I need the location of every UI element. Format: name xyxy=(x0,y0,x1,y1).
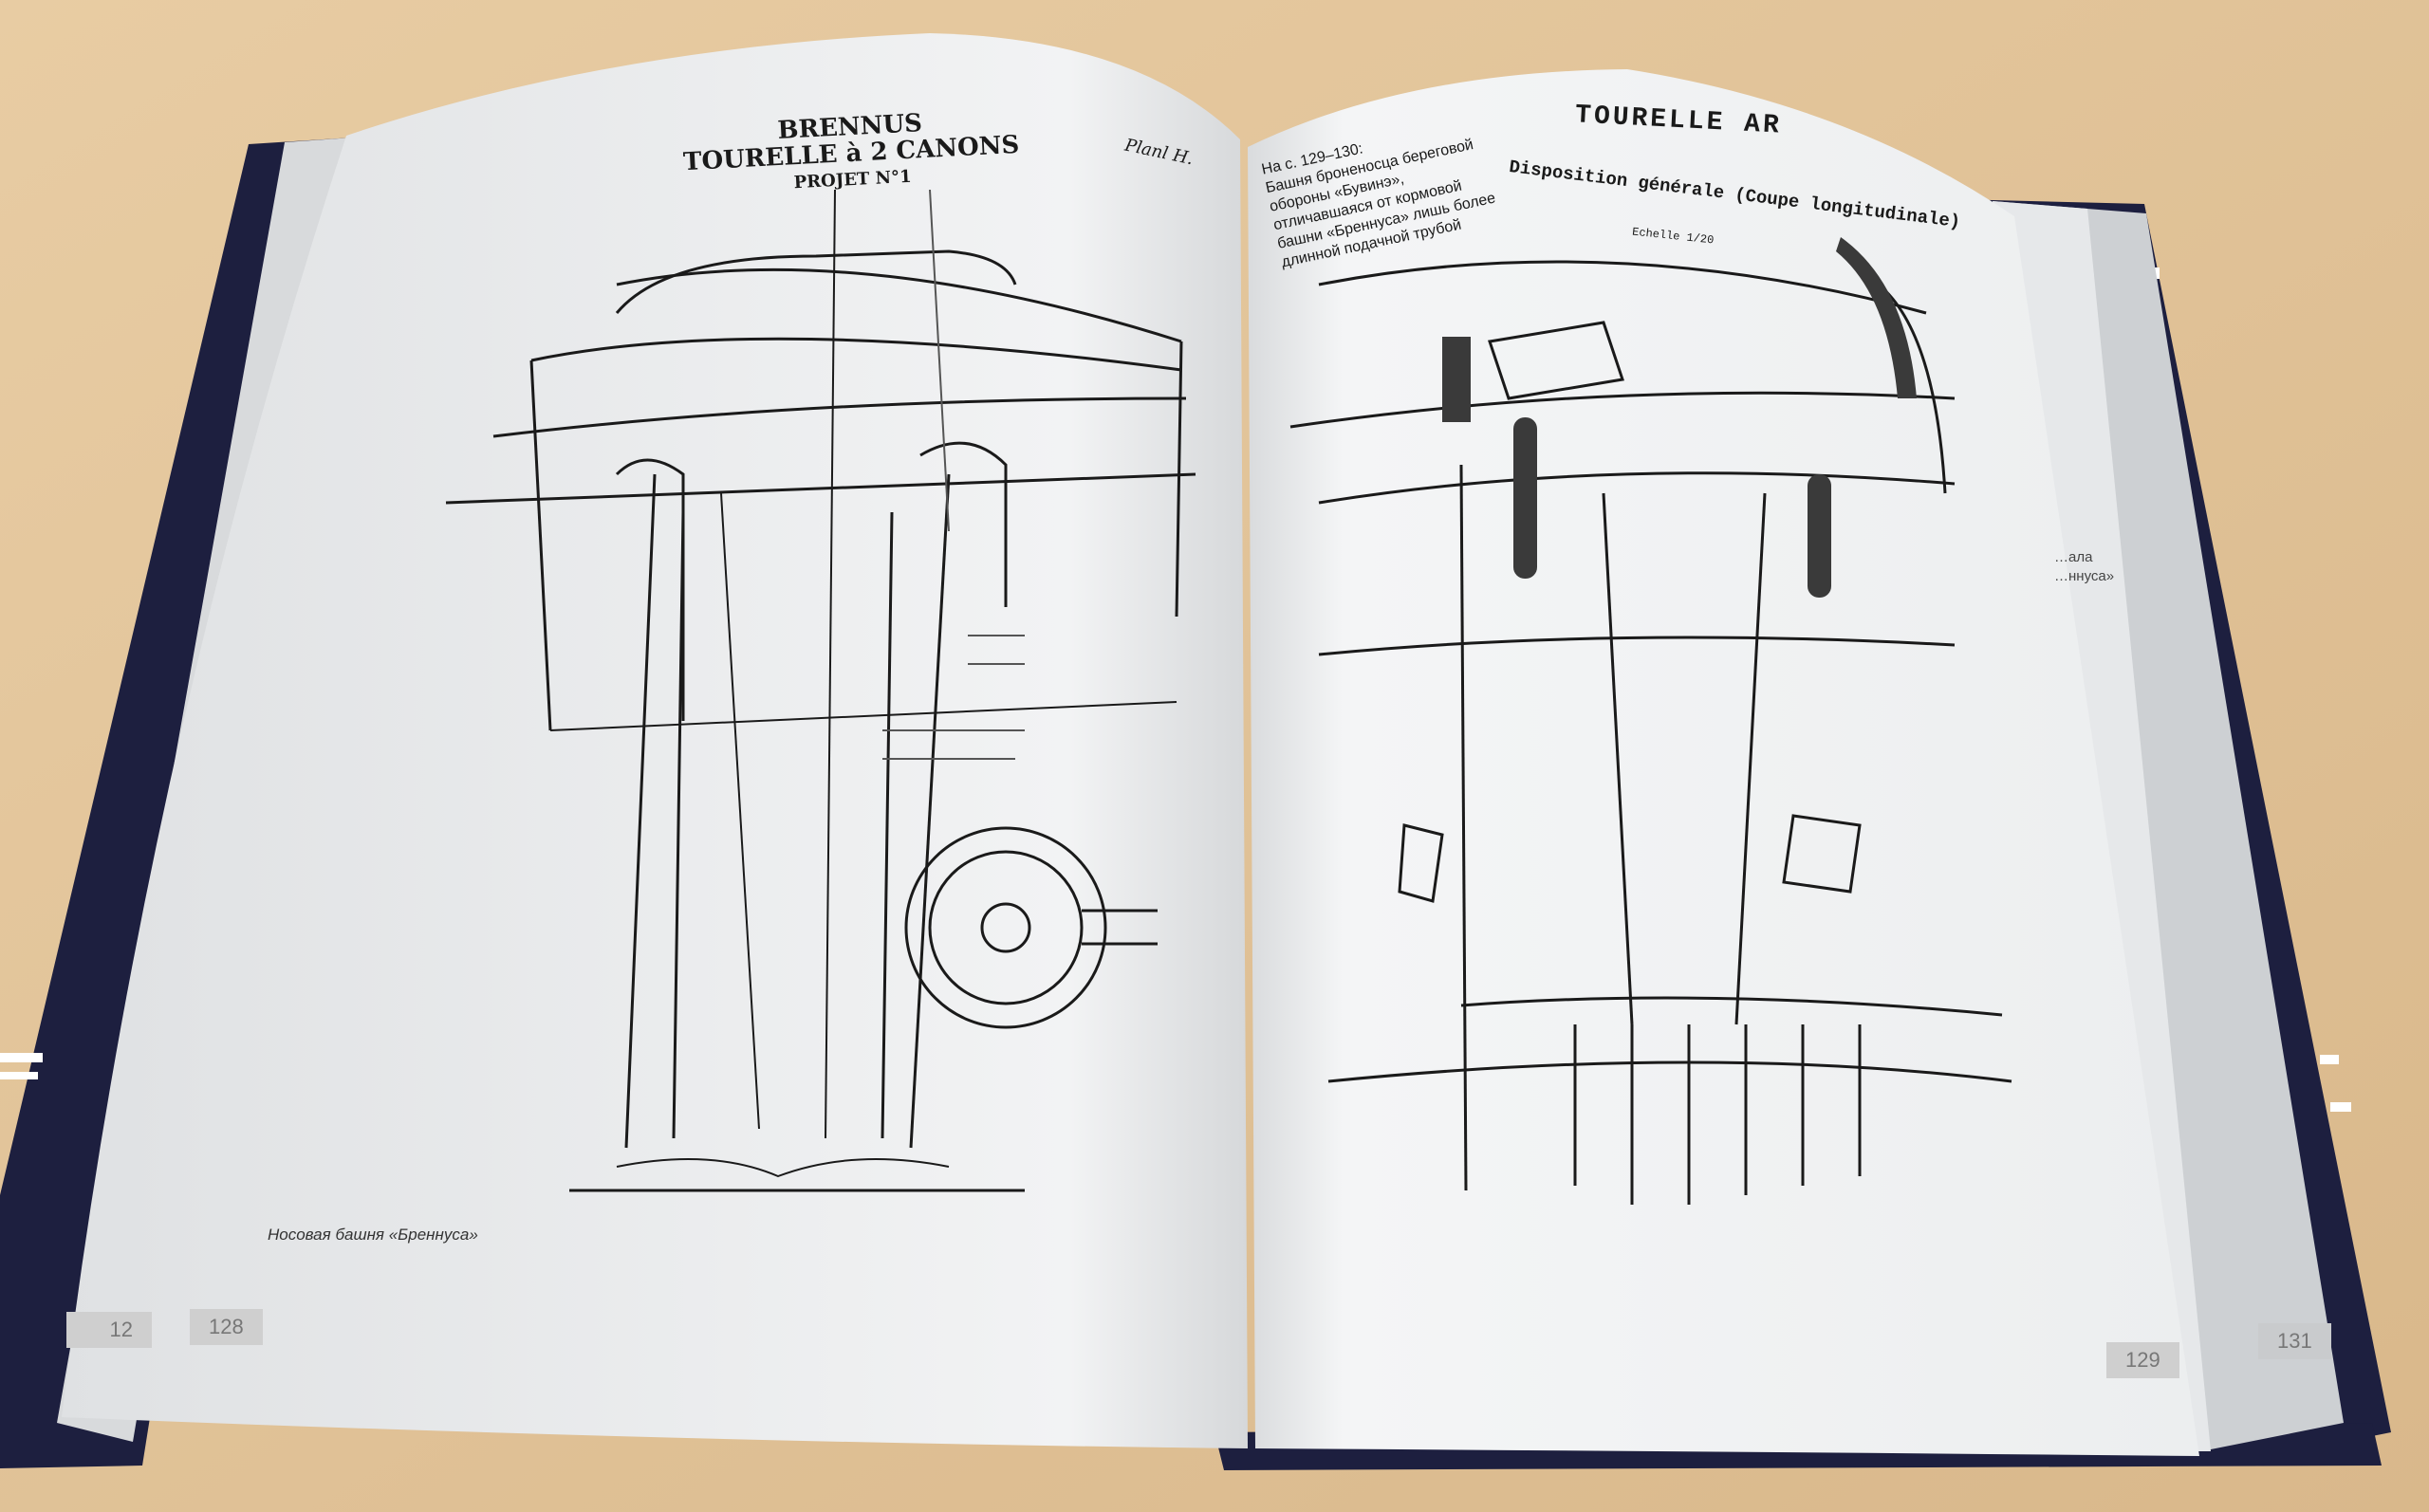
right-page xyxy=(1248,69,2199,1456)
page-number-underlying-right: 131 xyxy=(2258,1323,2331,1359)
caption-line: …ннуса» xyxy=(2054,568,2115,584)
page-number-underlying-left: 12 xyxy=(66,1312,152,1348)
page-number-left: 128 xyxy=(190,1309,263,1345)
page-number-right: 129 xyxy=(2106,1342,2179,1378)
left-technical-drawing xyxy=(445,189,1196,1192)
caption-line: …ала xyxy=(2054,549,2093,565)
left-page xyxy=(62,33,1248,1448)
left-page-caption: Носовая башня «Бреннуса» xyxy=(268,1226,478,1244)
right-technical-drawing xyxy=(1289,260,2012,1205)
underlying-caption: …ала …ннуса» xyxy=(2054,548,2114,586)
